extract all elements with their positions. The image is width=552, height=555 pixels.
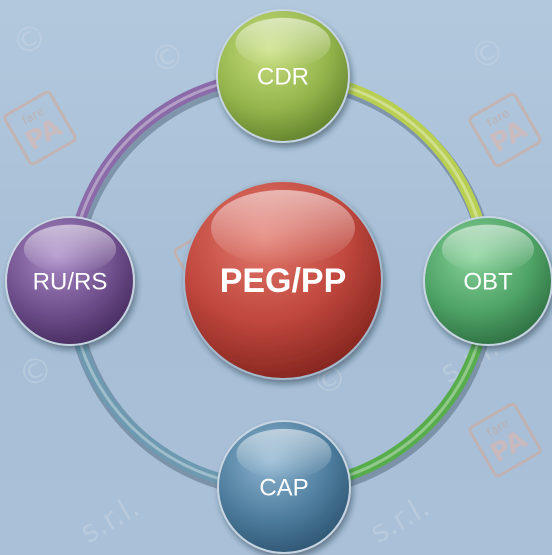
copyright-watermark: © bbox=[11, 346, 60, 398]
node-cdr-label: CDR bbox=[257, 64, 309, 91]
node-cap: CAP bbox=[217, 420, 351, 554]
node-ruRs: RU/RS bbox=[5, 216, 135, 346]
center-node-label: PEG/PP bbox=[220, 262, 347, 300]
copyright-watermark: © bbox=[143, 32, 192, 84]
company-suffix-watermark: s.r.l. bbox=[74, 489, 145, 550]
node-obt-label: OBT bbox=[463, 269, 513, 296]
node-obt: OBT bbox=[423, 216, 552, 346]
node-cdr: CDR bbox=[216, 9, 350, 143]
copyright-watermark: © bbox=[463, 28, 512, 80]
cycle-nodes: CDR OBT CAP RU/RS bbox=[5, 9, 552, 554]
company-suffix-watermark: s.r.l. bbox=[364, 489, 435, 550]
node-cap-label: CAP bbox=[259, 475, 308, 502]
copyright-watermark: © bbox=[5, 14, 54, 66]
node-ruRs-label: RU/RS bbox=[33, 269, 108, 296]
center-node: PEG/PP bbox=[183, 180, 383, 380]
